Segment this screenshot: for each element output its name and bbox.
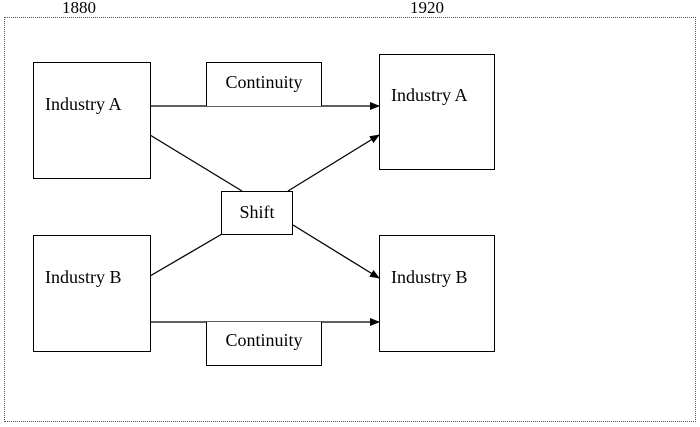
node-label: Continuity bbox=[225, 330, 303, 350]
node-industry-a-1880: Industry A bbox=[33, 62, 151, 179]
node-industry-b-1880: Industry B bbox=[33, 235, 151, 352]
node-label: Industry A bbox=[45, 94, 122, 114]
node-industry-a-1920: Industry A bbox=[379, 54, 495, 170]
node-label: Industry A bbox=[391, 85, 468, 105]
line-a-to-shift bbox=[149, 134, 243, 192]
node-industry-b-1920: Industry B bbox=[379, 235, 495, 352]
node-label: Industry B bbox=[45, 267, 122, 287]
year-label-left: 1880 bbox=[62, 0, 96, 17]
node-shift: Shift bbox=[221, 191, 293, 235]
node-label: Shift bbox=[239, 202, 275, 222]
node-continuity-top: Continuity bbox=[206, 62, 322, 106]
year-label-right: 1920 bbox=[410, 0, 444, 17]
node-label: Continuity bbox=[225, 72, 303, 92]
diagram-frame bbox=[4, 17, 696, 422]
node-continuity-bottom: Continuity bbox=[206, 322, 322, 366]
node-label: Industry B bbox=[391, 267, 468, 287]
arrow-shift-to-b bbox=[292, 224, 380, 279]
line-b-to-shift bbox=[149, 233, 223, 277]
arrow-shift-to-a bbox=[287, 134, 380, 192]
